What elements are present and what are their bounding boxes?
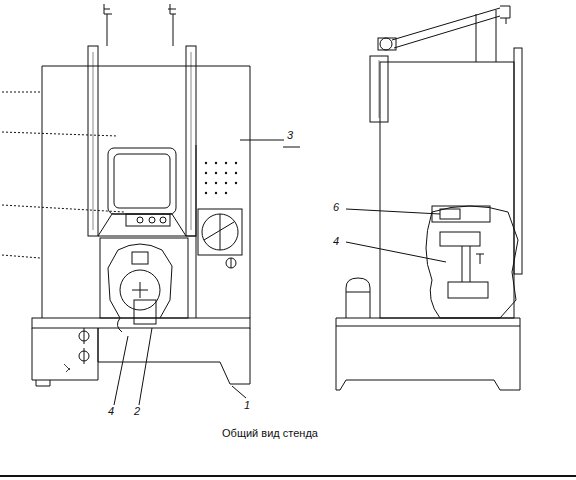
side-view xyxy=(336,6,522,390)
callout-number: 6 xyxy=(333,202,339,213)
front-view xyxy=(2,4,300,405)
callout-number: 2 xyxy=(134,406,140,417)
caption: Общий вид стенда xyxy=(222,428,318,439)
callout-number: 4 xyxy=(333,236,339,247)
callout-number: 3 xyxy=(287,130,293,141)
callout-number: 1 xyxy=(244,400,250,411)
callout-number: 4 xyxy=(108,406,114,417)
